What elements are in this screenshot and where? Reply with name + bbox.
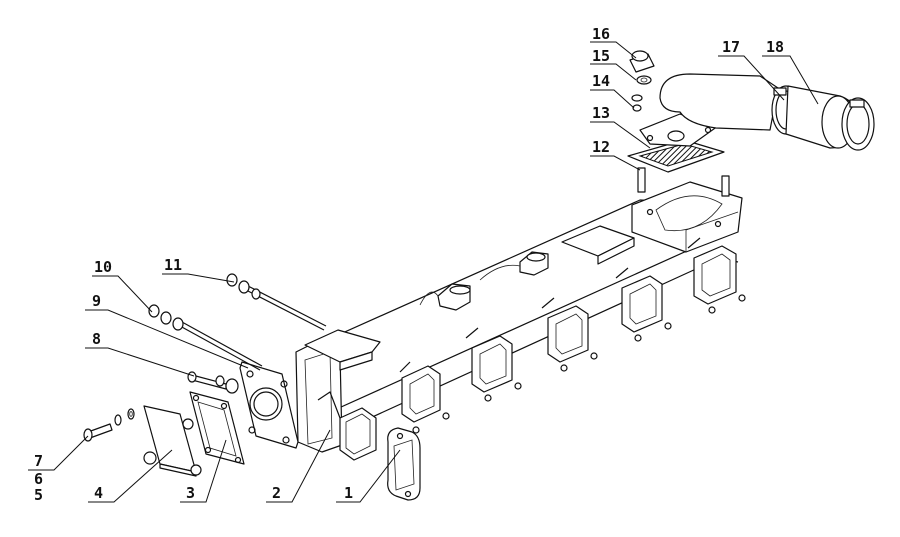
stud-bolt: [187, 371, 239, 394]
callout-14: 14: [592, 72, 610, 90]
elbow-washers: [631, 75, 652, 112]
mounting-studs: [637, 167, 730, 197]
callout-9: 9: [92, 292, 101, 310]
callout-12: 12: [592, 138, 610, 156]
end-cover-plate: [143, 405, 202, 477]
port-2: [399, 361, 450, 434]
callout-10: 10: [94, 258, 112, 276]
callout-1: 1: [344, 484, 353, 502]
port-3: [465, 327, 522, 402]
port-5: [615, 267, 672, 342]
callout-17: 17: [722, 38, 740, 56]
leader-lines: [28, 41, 819, 503]
end-gasket: [189, 391, 245, 465]
exhaust-ports: [317, 237, 746, 461]
callout-8: 8: [92, 330, 101, 348]
long-bolt-lower: [148, 304, 263, 371]
callout-15: 15: [592, 47, 610, 65]
callout-2: 2: [272, 484, 281, 502]
callout-16: 16: [592, 25, 610, 43]
breather-fitting: [629, 50, 655, 73]
long-bolt-upper: [226, 273, 327, 331]
port-4: [541, 297, 598, 372]
callout-18: 18: [766, 38, 784, 56]
port-gasket: [387, 427, 421, 501]
cover-bolt-assembly: [83, 408, 135, 442]
callout-6: 6: [34, 470, 43, 488]
callout-4: 4: [94, 484, 103, 502]
callout-3: 3: [186, 484, 195, 502]
callout-11: 11: [164, 256, 182, 274]
callout-13: 13: [592, 104, 610, 122]
port-1: [317, 391, 377, 461]
callout-7: 7: [34, 452, 43, 470]
elbow-pipe: [639, 73, 779, 147]
callout-5: 5: [34, 486, 43, 504]
hose-clamp-right: [841, 97, 875, 151]
port-6: [687, 237, 746, 314]
end-flange-plate: [239, 361, 299, 449]
